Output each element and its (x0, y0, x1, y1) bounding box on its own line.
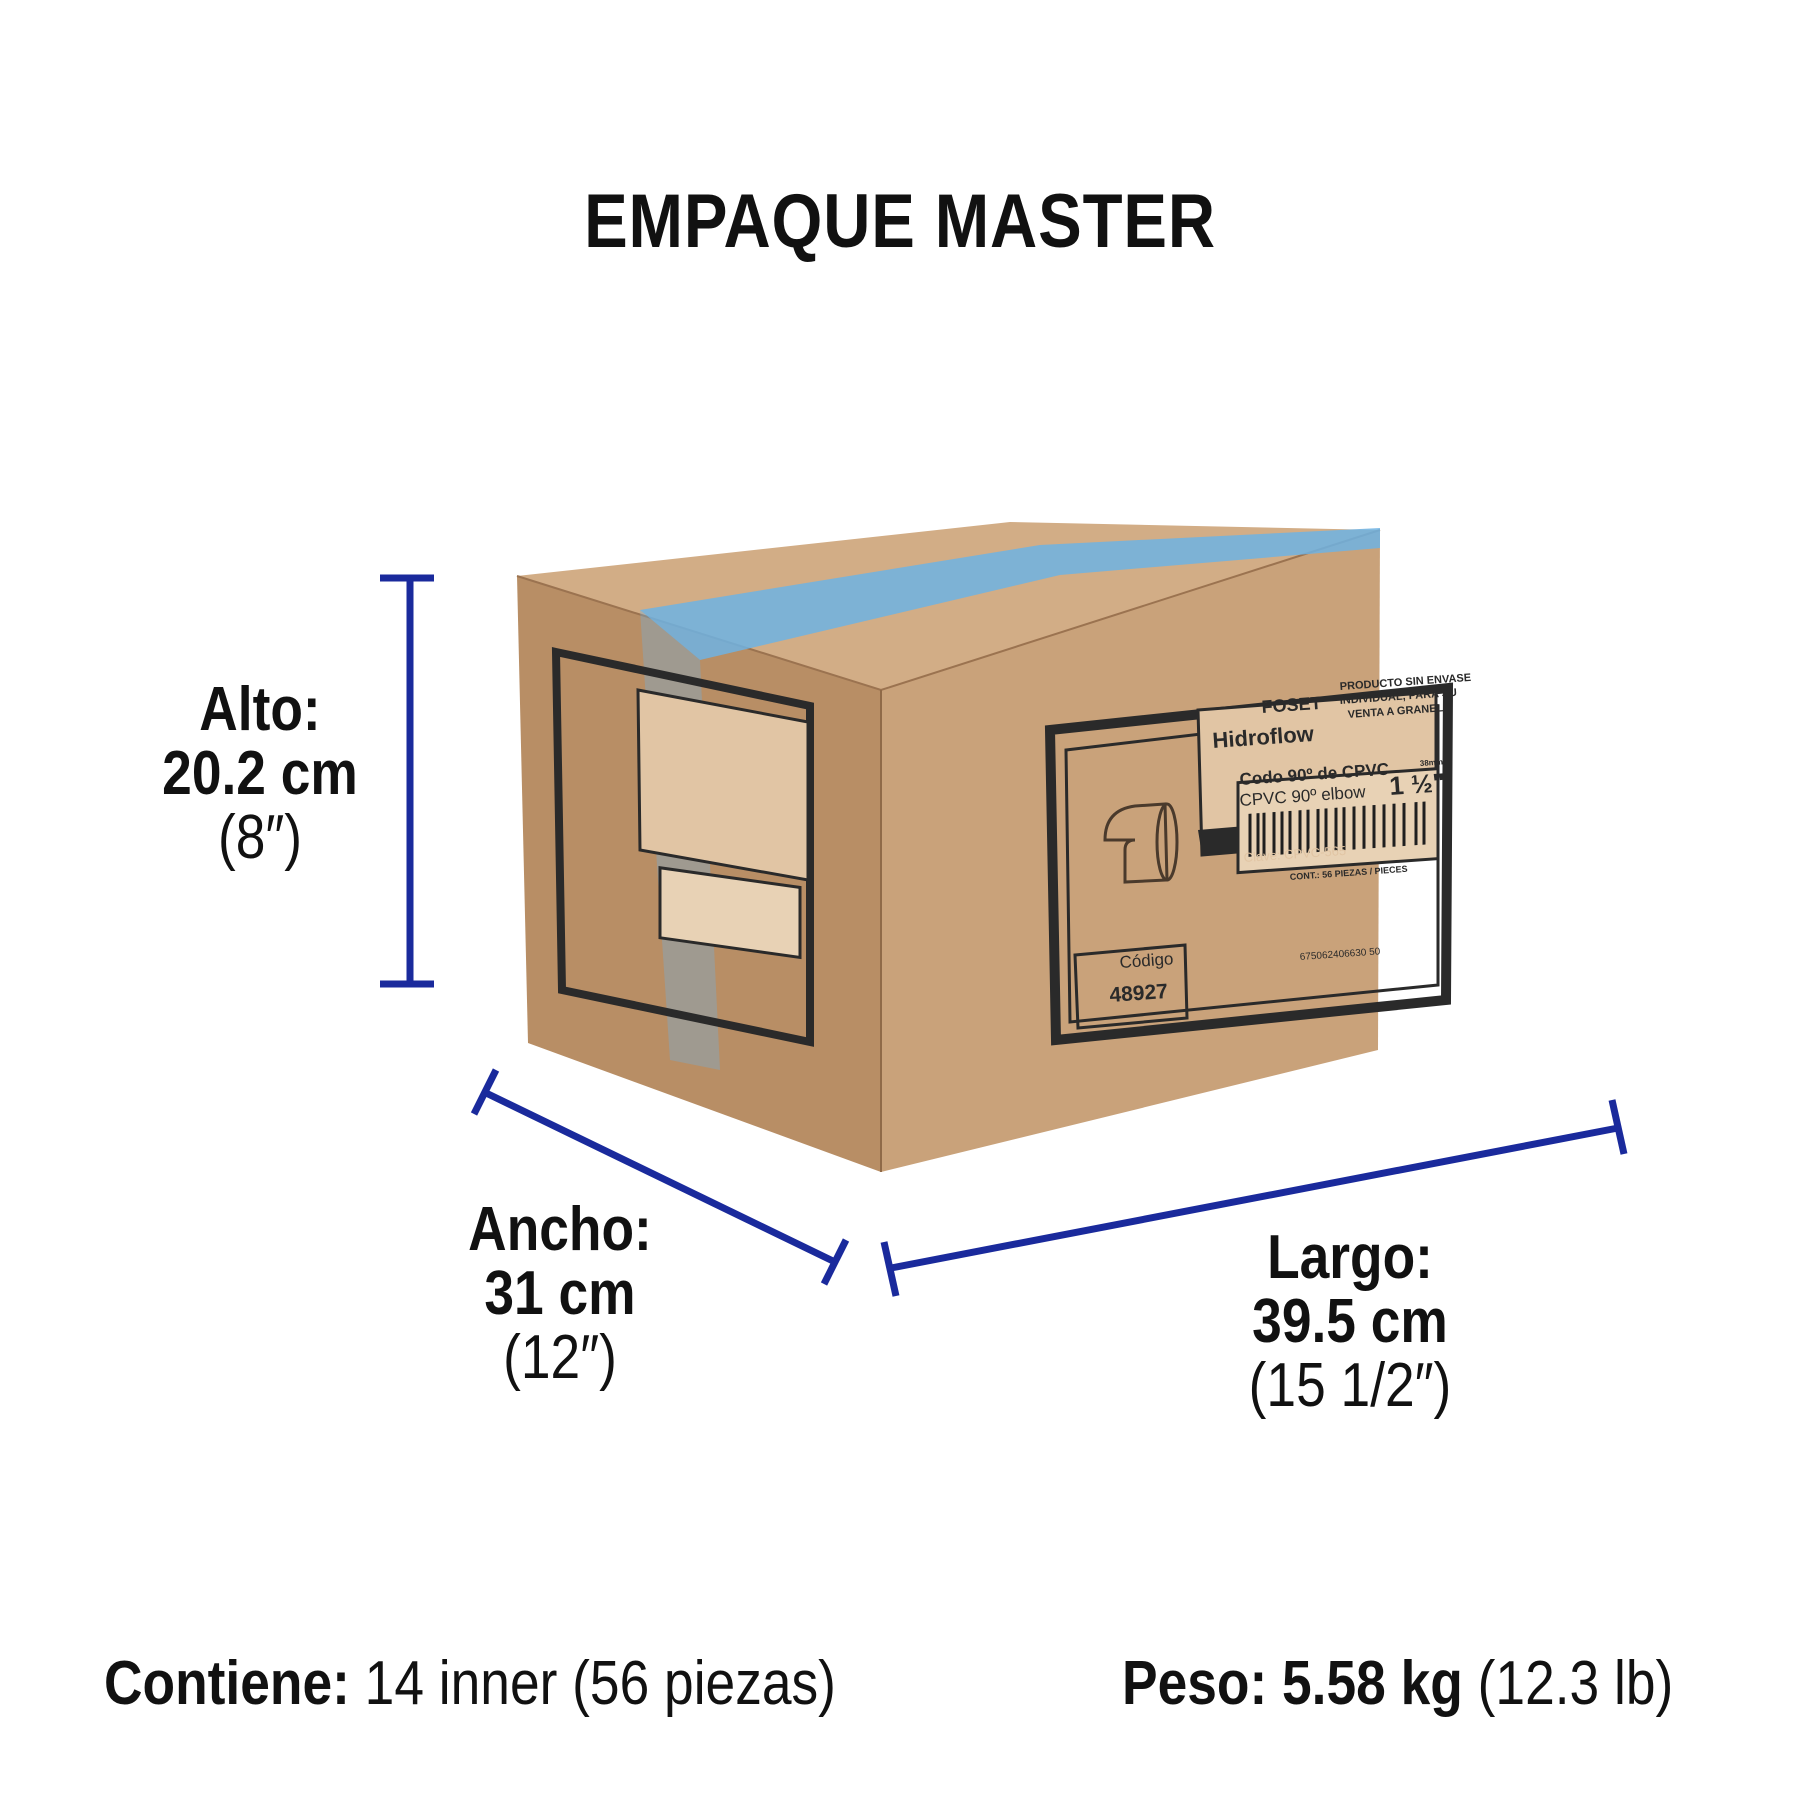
width-label-title: Ancho: (468, 1195, 652, 1264)
codigo-label: Código (1119, 949, 1174, 972)
width-dimension-line (470, 1068, 850, 1286)
length-label: Largo: 39.5 cm (15 1/2″) (1221, 1226, 1479, 1418)
width-label: Ancho: 31 cm (12″) (448, 1198, 672, 1390)
brand-label: FOSET (1261, 693, 1322, 717)
length-label-title: Largo: (1267, 1223, 1433, 1292)
length-imperial: (15 1/2″) (1248, 1351, 1452, 1420)
barcode (1236, 767, 1440, 875)
width-metric: 31 cm (484, 1259, 636, 1328)
elbow-icon (1103, 802, 1179, 884)
page-title: EMPAQUE MASTER (584, 179, 1216, 264)
width-imperial: (12″) (503, 1323, 617, 1392)
codigo-value: 48927 (1109, 980, 1169, 1007)
size-mm: 38mm (1420, 757, 1444, 768)
height-imperial: (8″) (217, 803, 303, 872)
size-inches: 1 ½" (1388, 767, 1446, 801)
cardboard-box (516, 522, 1454, 1172)
weight-info: Peso: 5.58 kg (12.3 lb) (1122, 1652, 1673, 1716)
length-dimension-line (880, 1099, 1628, 1297)
weight-imperial: (12.3 lb) (1477, 1649, 1674, 1718)
weight-label: Peso: (1122, 1649, 1268, 1718)
height-metric: 20.2 cm (162, 739, 358, 808)
height-label: Alto: 20.2 cm (8″) (148, 678, 372, 870)
length-metric: 39.5 cm (1252, 1287, 1448, 1356)
height-dimension-line (380, 574, 434, 988)
contents-value: 14 inner (56 piezas) (364, 1649, 836, 1718)
clave-label: Clave: CPVC-565 (1243, 843, 1346, 865)
contents-label: Contiene: (104, 1649, 350, 1718)
tape (640, 528, 1380, 660)
weight-value: 5.58 kg (1282, 1649, 1463, 1718)
contents-info: Contiene: 14 inner (56 piezas) (104, 1652, 836, 1716)
height-label-title: Alto: (199, 675, 321, 744)
